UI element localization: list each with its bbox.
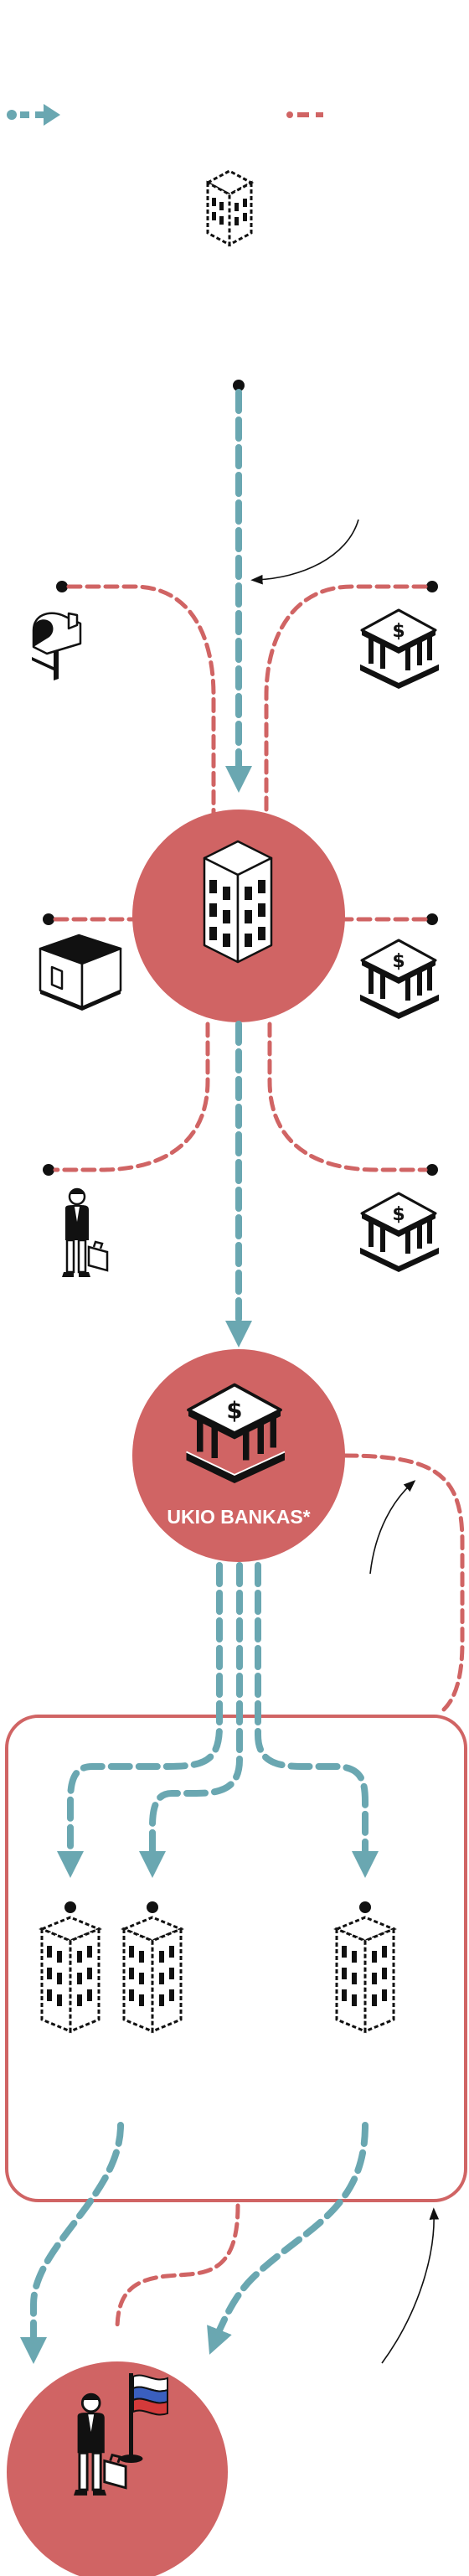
dashed-building-icon [335, 1916, 395, 2033]
flow-businessman [53, 1022, 210, 1172]
flow-shell-to-final-left [20, 2122, 124, 2364]
flow-shell-to-final-right [207, 2122, 368, 2355]
bank-icon [358, 1192, 441, 1274]
note-arrow-right [369, 1480, 416, 1575]
office-building-icon [203, 840, 273, 964]
beneficiary-node [7, 2361, 228, 2576]
dashed-building-icon [122, 1916, 183, 2033]
top-source-dot [233, 380, 245, 391]
businessman-source-dot [43, 1164, 54, 1176]
flow-to-shell-1 [57, 1562, 223, 1878]
note-arrow-bottom [381, 2207, 440, 2364]
flow-group-to-final [115, 2203, 240, 2332]
bank-node-label: UKIO BANKAS* [167, 1506, 310, 1528]
small-shop-icon [39, 934, 122, 1011]
mailbox-source-dot [56, 581, 68, 592]
office-node [132, 810, 345, 1022]
russian-flag-icon [119, 2373, 168, 2463]
flow-bank-top [264, 584, 428, 820]
mailbox-icon [32, 612, 82, 680]
shell-2-dot [147, 1901, 158, 1913]
bank-icon [358, 939, 441, 1021]
legend-red-line [286, 111, 323, 118]
bank-icon [358, 608, 441, 691]
shell-1-dot [64, 1901, 76, 1913]
dashed-building-icon [204, 169, 255, 247]
bank-node: UKIO BANKAS* [132, 1349, 345, 1562]
bank-mid-source-dot [426, 913, 438, 925]
note-arrow-top [250, 519, 359, 585]
flow-bank-low [267, 1022, 428, 1172]
flow-return-loop [343, 1453, 465, 1712]
bank-top-source-dot [426, 581, 438, 592]
flow-mailbox [66, 584, 216, 820]
dashed-building-icon [40, 1916, 100, 2033]
legend [7, 104, 323, 126]
shell-3-dot [359, 1901, 371, 1913]
flow-to-shell-3 [255, 1562, 379, 1878]
flow-to-shell-2 [139, 1562, 243, 1878]
businessman-icon [60, 1187, 109, 1279]
bank-low-source-dot [426, 1164, 438, 1176]
shop-source-dot [43, 913, 54, 925]
legend-teal-arrow [7, 104, 60, 126]
